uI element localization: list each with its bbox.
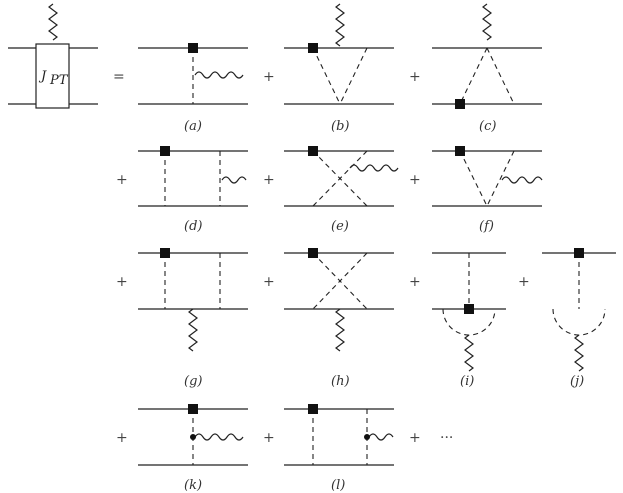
diagram-j: (j) xyxy=(542,248,616,389)
plus-sign: + xyxy=(263,430,275,446)
lhs-current-diagram: J PT xyxy=(8,3,98,109)
plus-sign: + xyxy=(409,172,421,188)
diagram-f: (f) xyxy=(432,146,543,234)
diagram-g: (g) xyxy=(138,248,248,389)
plus-sign: + xyxy=(263,69,275,85)
plus-sign: + xyxy=(409,69,421,85)
diagram-b-label: (b) xyxy=(331,119,349,134)
diagram-d: (d) xyxy=(138,146,248,234)
diagram-a-label: (a) xyxy=(184,119,202,134)
plus-sign: + xyxy=(518,274,530,290)
ellipsis: ··· xyxy=(440,430,453,446)
diagram-e-label: (e) xyxy=(331,219,349,234)
vertex-square xyxy=(188,43,198,53)
diagram-j-label: (j) xyxy=(570,374,584,389)
diagram-k: (k) xyxy=(138,404,248,493)
diagram-g-label: (g) xyxy=(184,374,202,389)
diagram-f-label: (f) xyxy=(479,219,494,234)
diagram-i: (i) xyxy=(432,252,506,389)
diagram-l: (l) xyxy=(284,404,394,493)
diagram-h: (h) xyxy=(284,248,394,389)
equals-sign: = xyxy=(113,69,125,85)
plus-sign: + xyxy=(263,274,275,290)
plus-sign: + xyxy=(116,274,128,290)
diagram-e: (e) xyxy=(284,146,399,234)
plus-sign: + xyxy=(409,274,421,290)
vertex-dot xyxy=(190,434,196,440)
diagram-c-label: (c) xyxy=(479,119,496,134)
current-label: J xyxy=(38,69,47,84)
diagram-d-label: (d) xyxy=(184,219,202,234)
plus-sign: + xyxy=(116,172,128,188)
diagram-a: (a) xyxy=(138,43,248,134)
diagram-h-label: (h) xyxy=(331,374,350,389)
diagram-b: (b) xyxy=(284,3,394,134)
plus-sign: + xyxy=(263,172,275,188)
photon-wavy-line xyxy=(48,3,58,41)
diagram-c: (c) xyxy=(432,3,542,134)
current-label-subscript: PT xyxy=(49,73,69,88)
plus-sign: + xyxy=(116,430,128,446)
diagram-l-label: (l) xyxy=(331,478,345,493)
diagram-i-label: (i) xyxy=(460,374,474,389)
plus-sign: + xyxy=(409,430,421,446)
diagram-k-label: (k) xyxy=(184,478,202,493)
